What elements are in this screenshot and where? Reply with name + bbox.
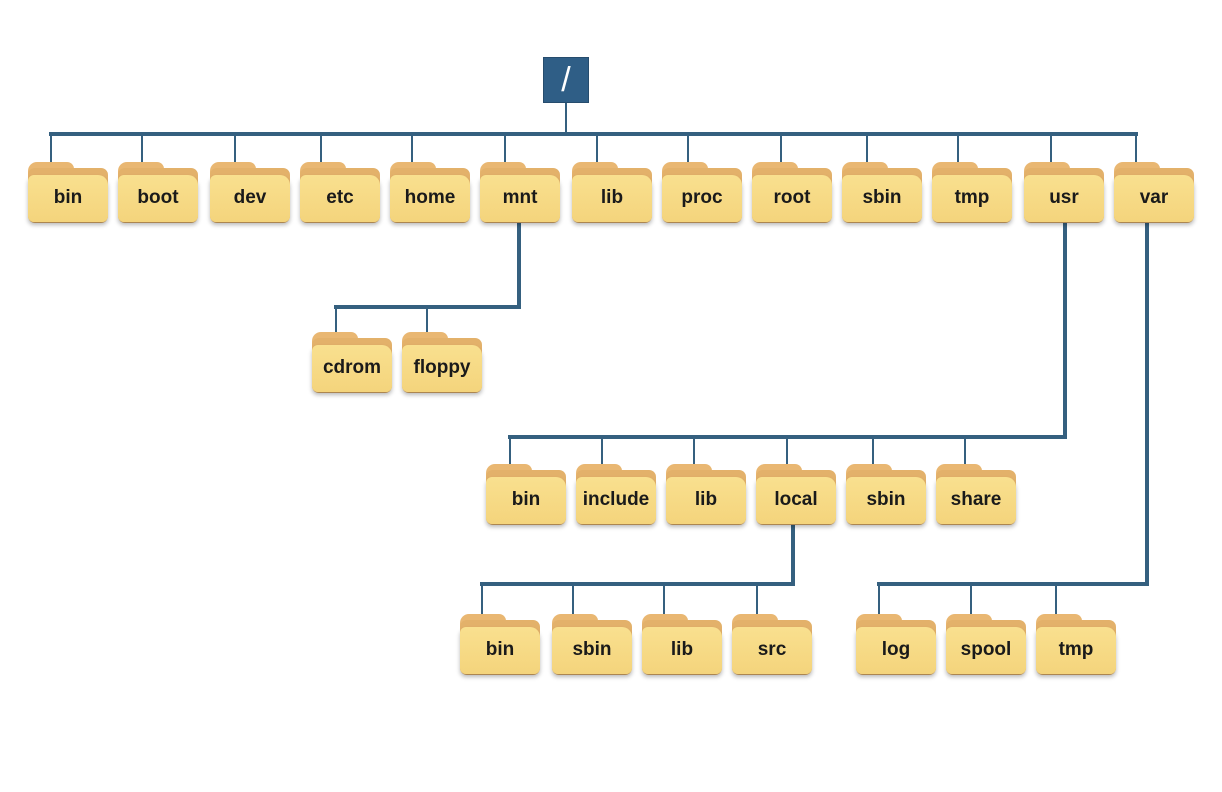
folder-label: usr [1049,187,1079,208]
folder-icon [390,175,470,222]
folder-label: var [1139,187,1169,208]
folder-top-level-boot: boot [118,162,198,223]
folder-icon [1036,627,1116,674]
folder-icon [662,175,742,222]
folder-icon [402,345,482,392]
folder-label: tmp [954,187,990,208]
folder-icon [946,627,1026,674]
folder-icon [642,627,722,674]
folder-var-spool: spool [946,614,1026,675]
folder-icon [486,477,566,524]
folder-label: tmp [1058,639,1094,660]
folder-top-level-proc: proc [662,162,742,223]
root-directory-node: / [543,57,589,103]
folder-icon [752,175,832,222]
folder-mnt-floppy: floppy [402,332,482,393]
folder-top-level-lib: lib [572,162,652,223]
folder-usr-local: local [756,464,836,525]
folder-local-src: src [732,614,812,675]
folder-label: root [773,187,811,208]
folder-top-level-dev: dev [210,162,290,223]
folder-icon [312,345,392,392]
folder-label: dev [233,187,267,208]
folder-label: home [404,187,456,208]
root-directory-label: / [561,60,571,99]
folder-label: lib [670,639,694,660]
folder-icon [842,175,922,222]
folder-icon [210,175,290,222]
folder-label: sbin [572,639,612,660]
folder-top-level-tmp: tmp [932,162,1012,223]
folder-icon [856,627,936,674]
folder-label: cdrom [322,357,382,378]
folder-label: mnt [502,187,538,208]
folder-top-level-bin: bin [28,162,108,223]
folder-top-level-mnt: mnt [480,162,560,223]
folder-local-sbin: sbin [552,614,632,675]
folder-usr-sbin: sbin [846,464,926,525]
folder-label: share [950,489,1002,510]
folder-icon [936,477,1016,524]
folder-top-level-usr: usr [1024,162,1104,223]
folder-var-tmp: tmp [1036,614,1116,675]
folder-label: bin [485,639,515,660]
folder-label: floppy [413,357,471,378]
folder-label: local [774,489,818,510]
folder-mnt-cdrom: cdrom [312,332,392,393]
folder-icon [576,477,656,524]
folder-icon [666,477,746,524]
folder-icon [552,627,632,674]
folder-usr-share: share [936,464,1016,525]
folder-icon [846,477,926,524]
folder-icon [460,627,540,674]
folder-top-level-root: root [752,162,832,223]
folder-label: lib [694,489,718,510]
folder-label: log [881,639,911,660]
folder-label: sbin [862,187,902,208]
folder-usr-include: include [576,464,656,525]
folder-local-lib: lib [642,614,722,675]
folder-label: include [582,489,650,510]
folder-local-bin: bin [460,614,540,675]
folder-usr-lib: lib [666,464,746,525]
folder-icon [480,175,560,222]
folder-icon [28,175,108,222]
folder-icon [732,627,812,674]
folder-label: etc [326,187,354,208]
folder-top-level-sbin: sbin [842,162,922,223]
folder-label: spool [960,639,1012,660]
folder-label: bin [511,489,541,510]
folder-icon [932,175,1012,222]
folder-icon [572,175,652,222]
folder-top-level-var: var [1114,162,1194,223]
folder-icon [1024,175,1104,222]
folder-label: proc [681,187,723,208]
folder-label: sbin [866,489,906,510]
folder-icon [300,175,380,222]
folder-top-level-etc: etc [300,162,380,223]
folder-var-log: log [856,614,936,675]
folder-icon [1114,175,1194,222]
folder-top-level-home: home [390,162,470,223]
folder-usr-bin: bin [486,464,566,525]
folder-label: src [757,639,787,660]
folder-label: bin [53,187,83,208]
folder-label: boot [137,187,179,208]
folder-icon [118,175,198,222]
folder-label: lib [600,187,624,208]
folder-icon [756,477,836,524]
